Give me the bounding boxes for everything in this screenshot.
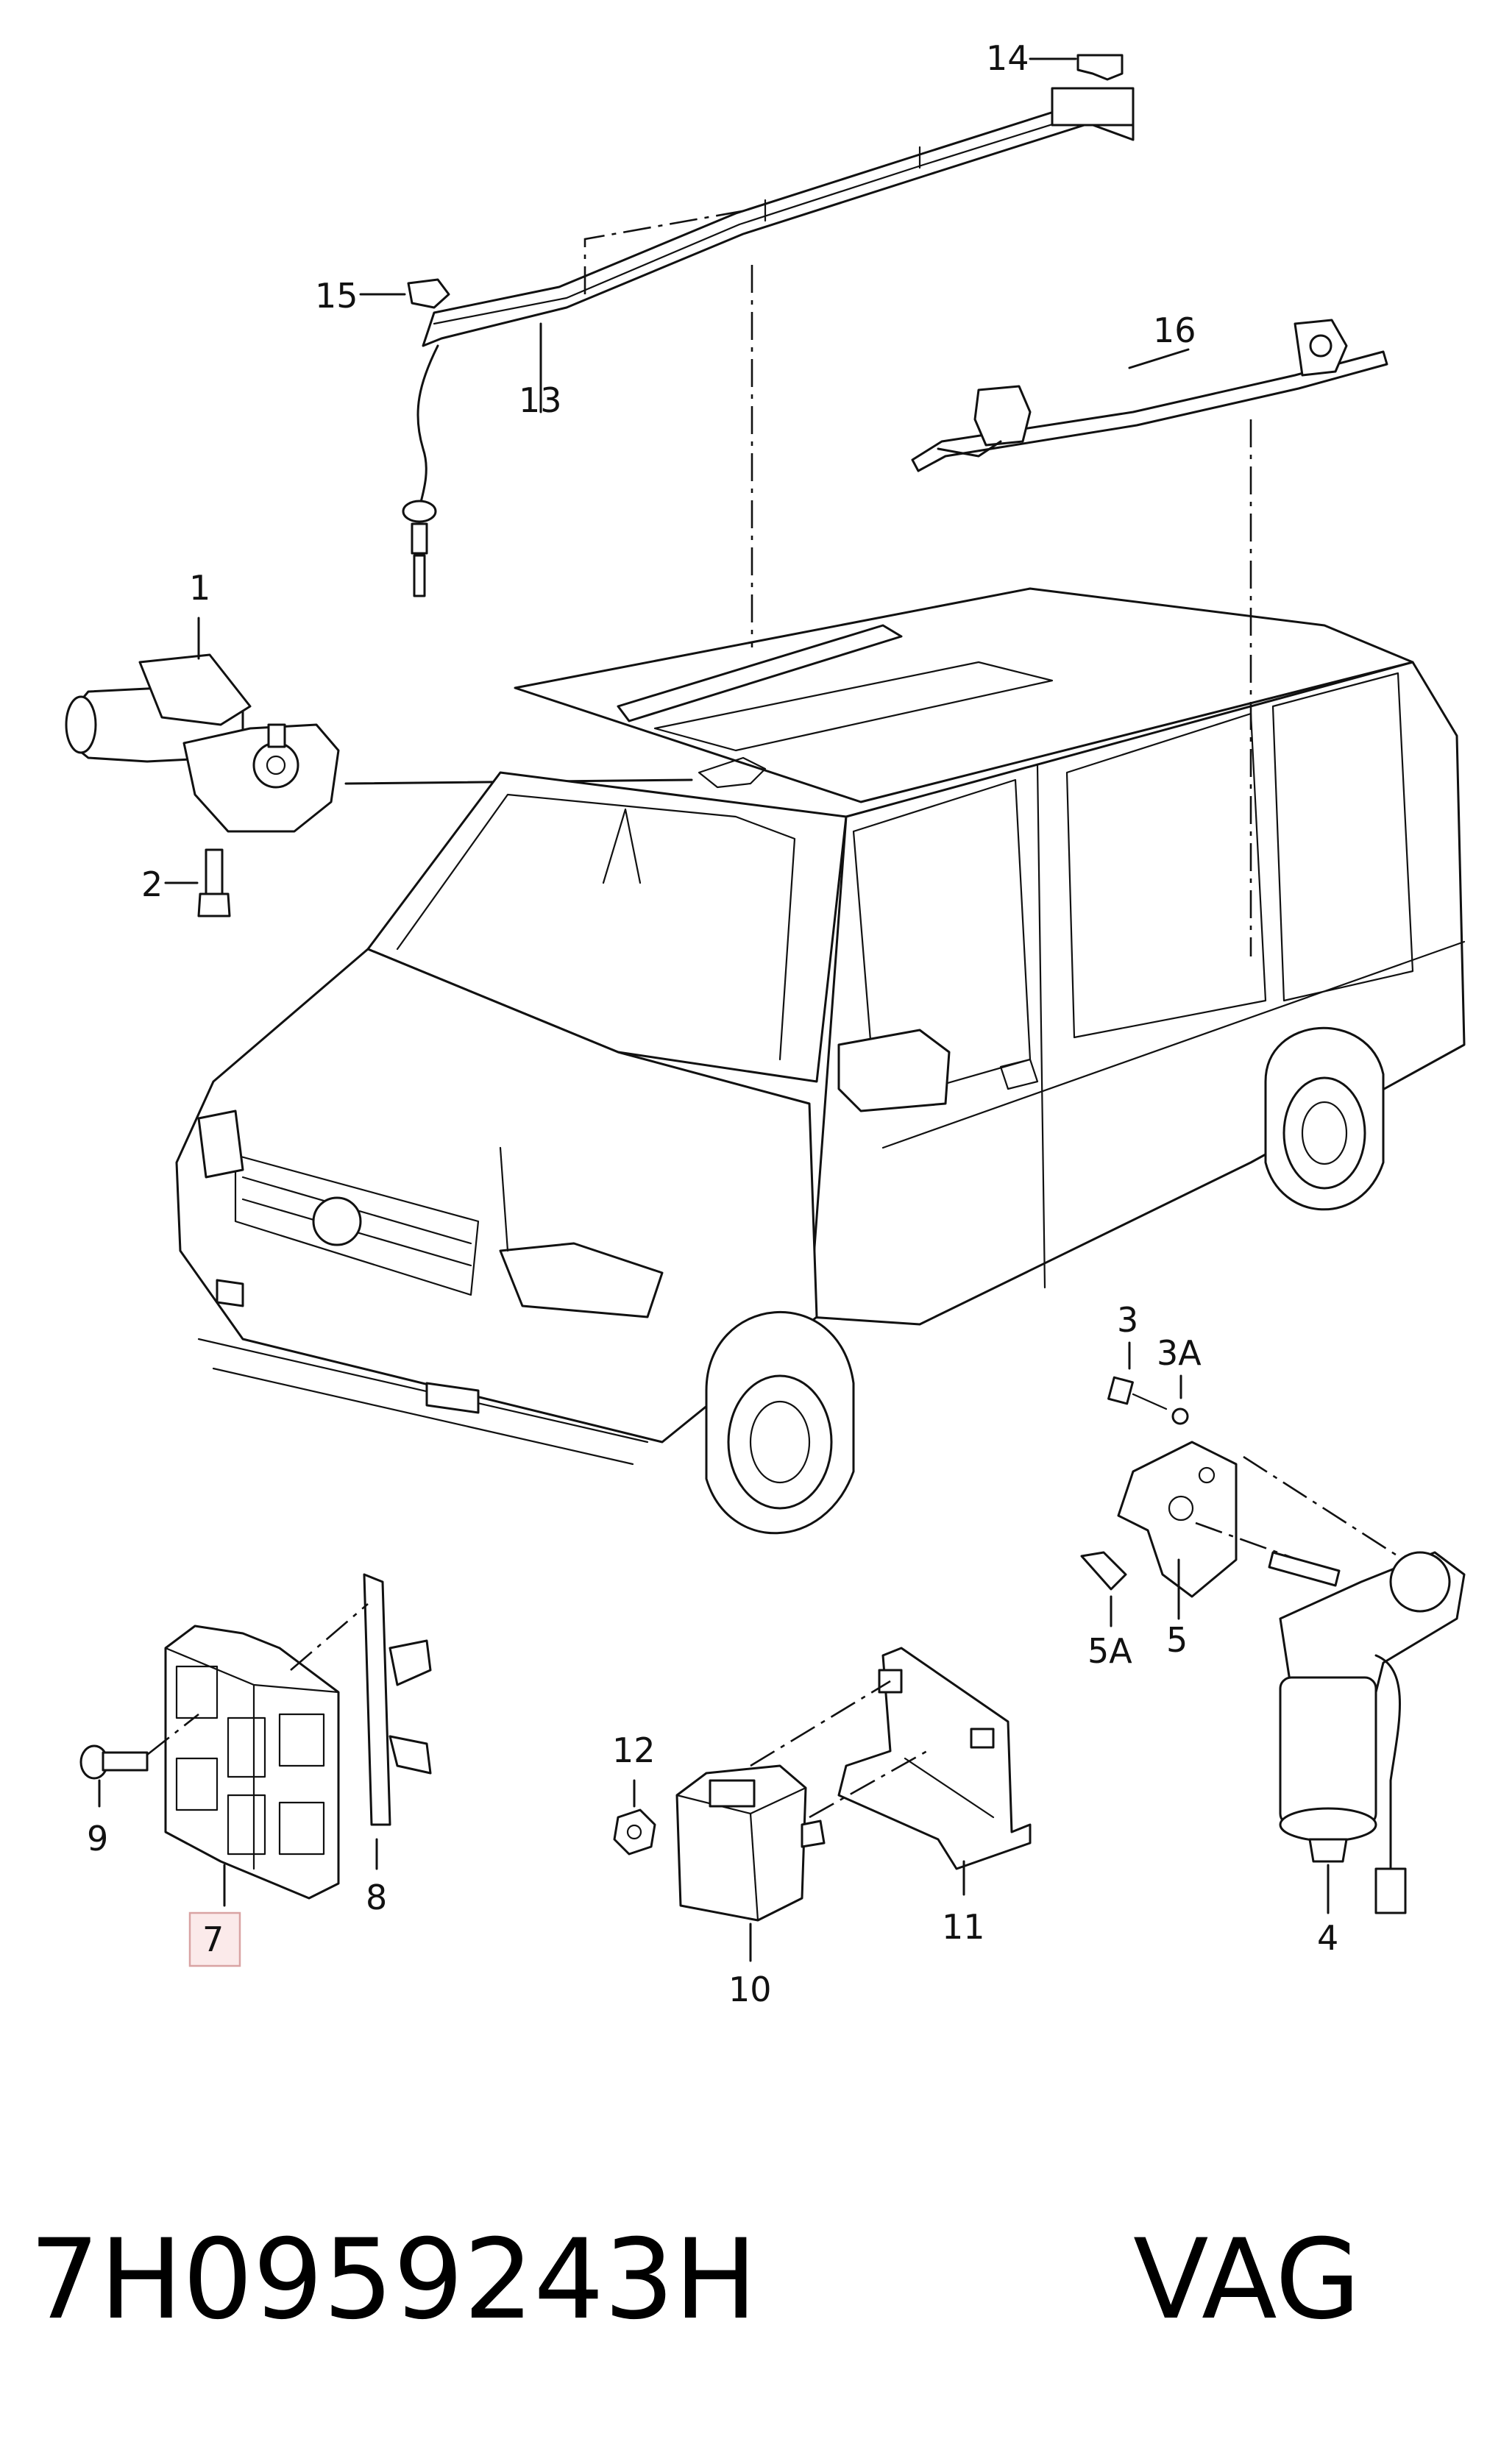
bolt-part-2: 2 — [141, 848, 231, 917]
callout-3a: 3A — [1157, 1333, 1202, 1373]
callout-4: 4 — [1317, 1918, 1338, 1958]
callout-9: 9 — [87, 1819, 108, 1858]
callout-1: 1 — [189, 568, 210, 608]
clip-part-14: 14 — [986, 38, 1124, 81]
comfort-control-unit-part-7: 7 — [164, 1625, 340, 1967]
callout-2: 2 — [141, 864, 163, 904]
clip-part-15: 15 — [315, 276, 450, 316]
callout-11: 11 — [942, 1907, 985, 1947]
van-illustration — [175, 265, 1466, 1535]
bracket-part-11: 11 — [750, 1647, 1032, 1947]
roof-rail-part-13 — [422, 87, 1135, 413]
callout-13: 13 — [519, 380, 562, 420]
sunroof-motor-part-1: 1 — [65, 568, 693, 833]
callout-8: 8 — [366, 1878, 387, 1917]
callout-14: 14 — [986, 38, 1029, 78]
callout-10: 10 — [728, 1970, 772, 2009]
callout-5: 5 — [1166, 1620, 1188, 1660]
part-number-label: 7H0959243H — [29, 2216, 757, 2344]
drain-hose — [402, 344, 439, 597]
callout-3: 3 — [1117, 1300, 1138, 1340]
nut-part-12: 12 — [612, 1730, 656, 1856]
rear-wiper-motor-group: 3 3A 5 5A 4 — [1080, 1300, 1466, 1958]
callout-5a: 5A — [1087, 1631, 1132, 1671]
callout-16: 16 — [1153, 310, 1196, 350]
mounting-bracket-part-8: 8 — [290, 1573, 432, 1917]
callout-12: 12 — [612, 1730, 656, 1770]
highlighted-callout-box — [188, 1911, 241, 1967]
callout-15: 15 — [315, 276, 358, 316]
sunroof-cable-part-16: 16 — [911, 310, 1388, 472]
screw-part-9: 9 — [79, 1713, 199, 1858]
relay-part-10: 10 — [675, 1764, 826, 2009]
callout-7: 7 — [202, 1920, 224, 1959]
brand-label: VAG — [1133, 2216, 1360, 2344]
